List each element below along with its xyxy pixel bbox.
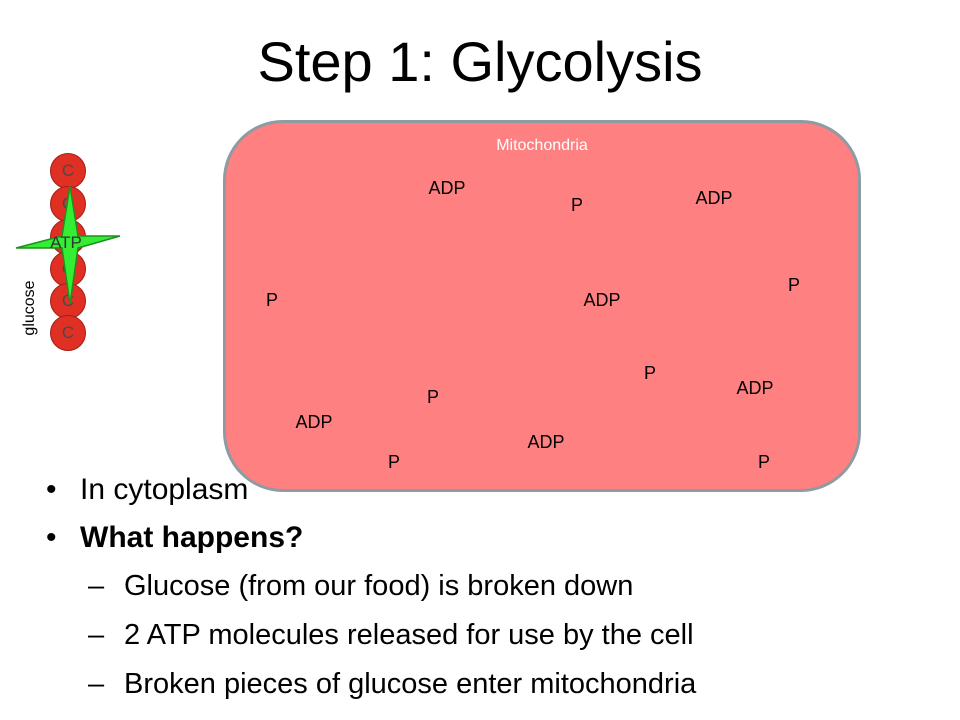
bullet-text: In cytoplasm (80, 473, 249, 506)
phosphate-molecule: P (570, 195, 584, 215)
adp-molecule: ADP (736, 378, 774, 398)
carbon-atom: C (50, 153, 86, 189)
adp-molecule: ADP (295, 412, 333, 432)
sub-bullet-item: –Broken pieces of glucose enter mitochon… (88, 660, 696, 708)
sub-bullet-text: 2 ATP molecules released for use by the … (124, 619, 694, 651)
phosphate-molecule: P (387, 452, 401, 472)
bullet-item: • What happens? (46, 514, 303, 562)
carbon-atom: C (50, 315, 86, 351)
dash-icon: – (88, 619, 105, 651)
atp-star-icon (15, 185, 121, 305)
sub-bullet-item: –2 ATP molecules released for use by the… (88, 611, 694, 659)
slide-title: Step 1: Glycolysis (257, 30, 703, 93)
dash-icon: – (88, 570, 105, 602)
bullet-dot-icon: • (46, 473, 57, 506)
mitochondria-shape: Mitochondria (223, 120, 861, 492)
adp-molecule: ADP (428, 178, 466, 198)
phosphate-molecule: P (787, 275, 801, 295)
bullet-item: • In cytoplasm (46, 466, 248, 514)
adp-molecule: ADP (583, 290, 621, 310)
sub-bullet-item: –Glucose (from our food) is broken down (88, 562, 633, 610)
phosphate-molecule: P (426, 387, 440, 407)
phosphate-molecule: P (643, 363, 657, 383)
bullet-text: What happens? (80, 521, 304, 554)
glucose-label: glucose (21, 280, 38, 336)
bullet-dot-icon: • (46, 521, 57, 554)
mitochondria-label: Mitochondria (496, 137, 588, 154)
adp-molecule: ADP (527, 432, 565, 452)
phosphate-molecule: P (757, 452, 771, 472)
atp-label: ATP (50, 233, 82, 252)
adp-molecule: ADP (695, 188, 733, 208)
phosphate-molecule: P (265, 290, 279, 310)
sub-bullet-text: Glucose (from our food) is broken down (124, 570, 634, 602)
dash-icon: – (88, 668, 105, 700)
sub-bullet-text: Broken pieces of glucose enter mitochond… (124, 668, 697, 700)
